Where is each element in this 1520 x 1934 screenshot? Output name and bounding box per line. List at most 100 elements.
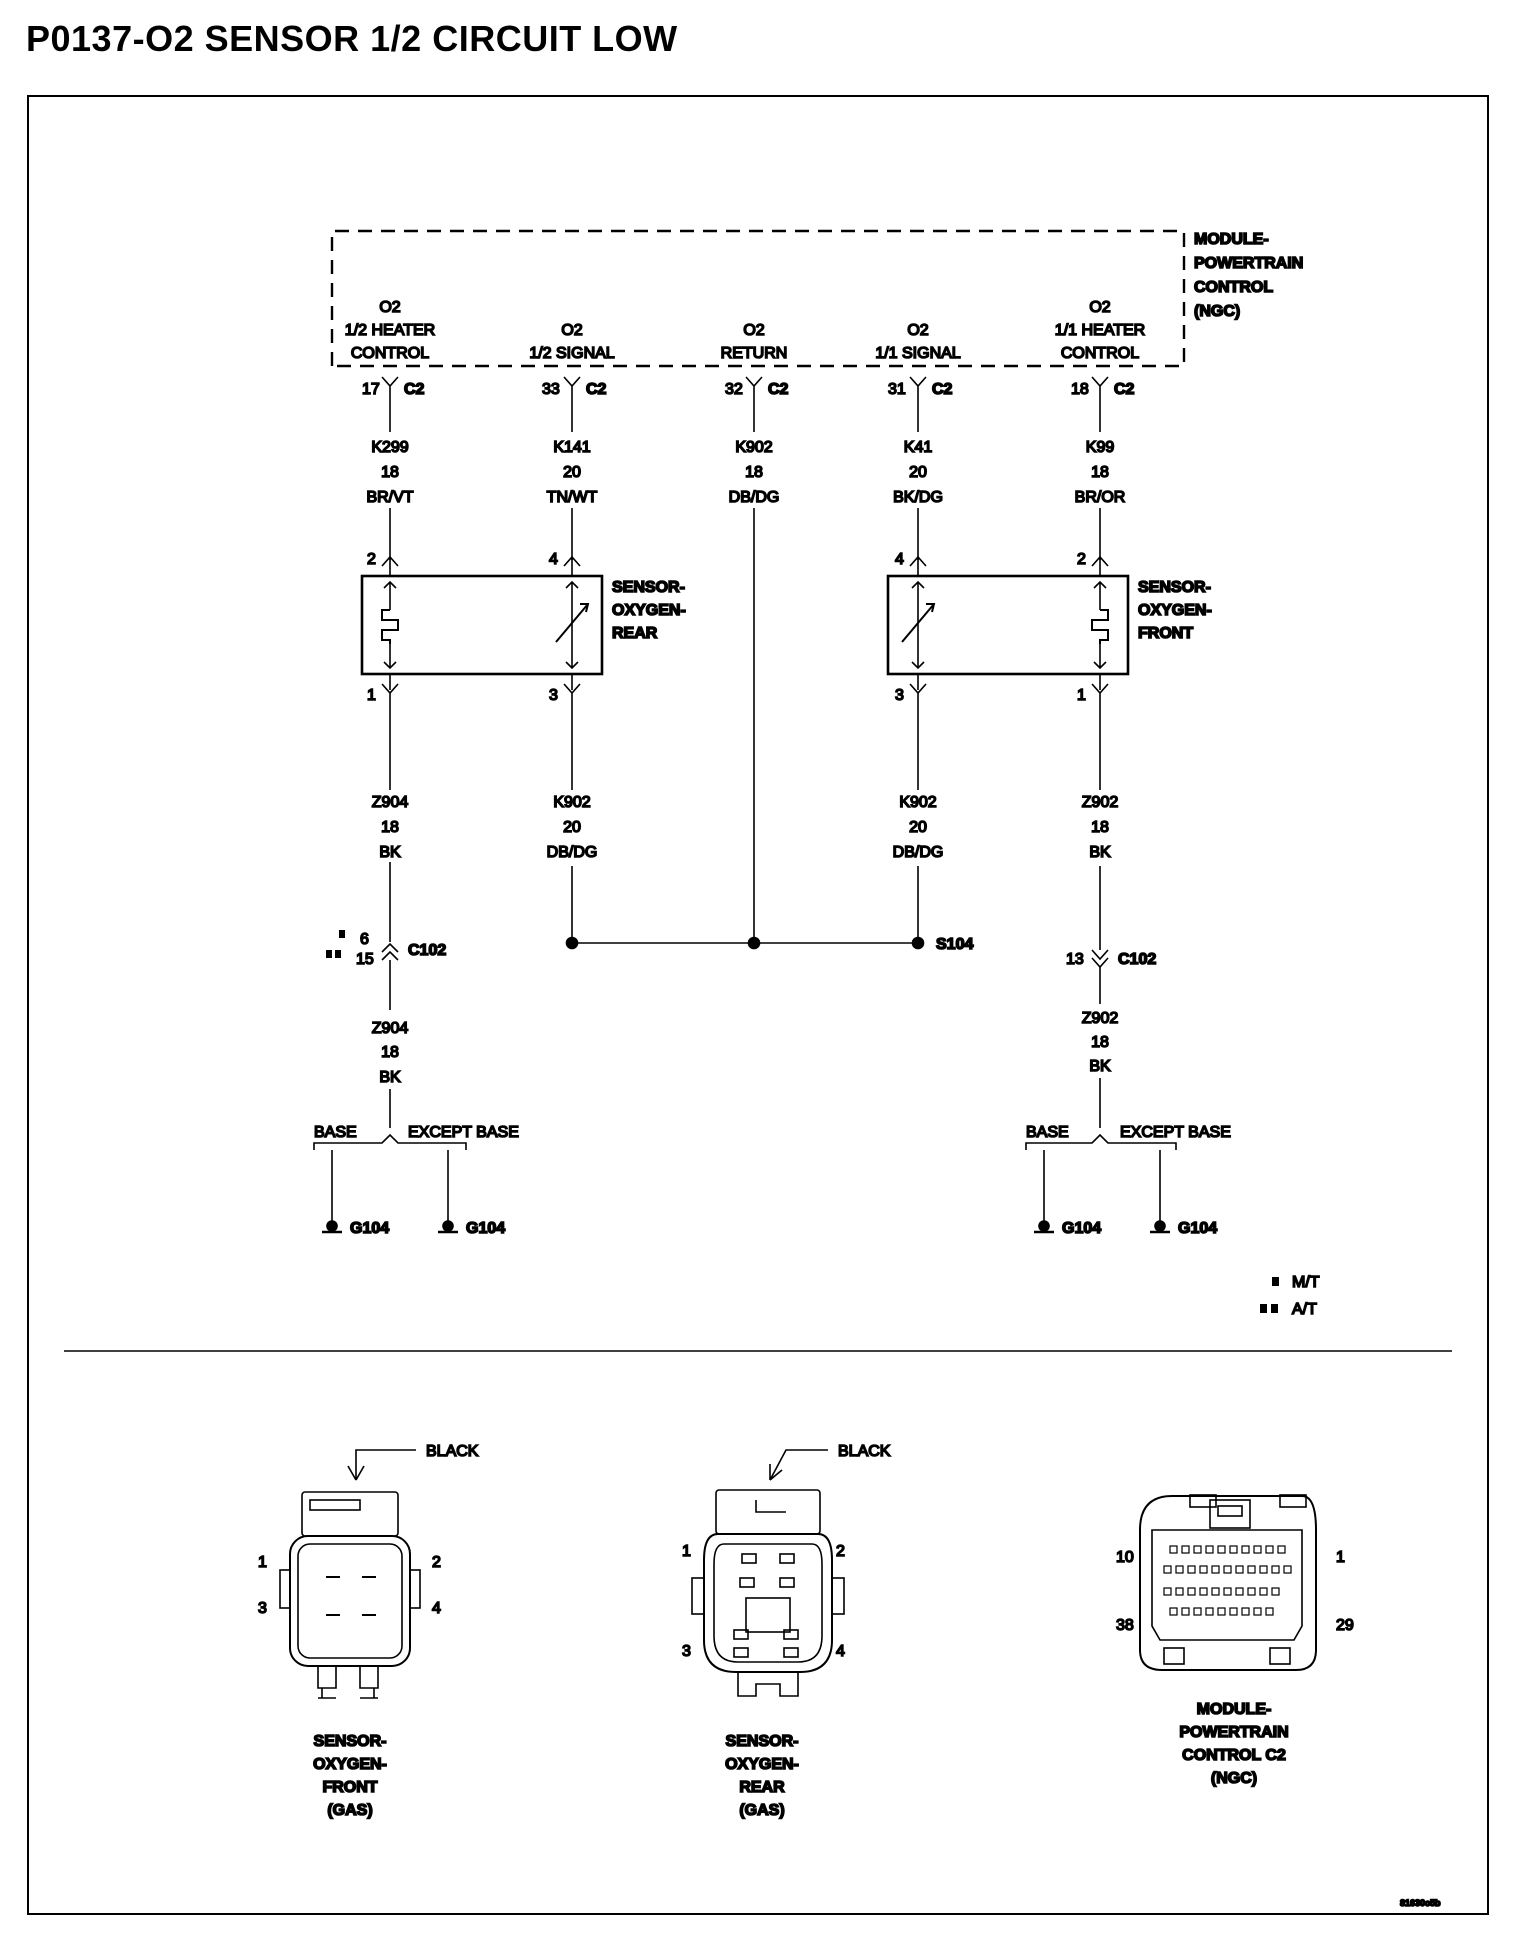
connector-rear-o2-face: BLACK 1 2 3 4 (681, 1442, 892, 1697)
pcm-pin-cavity (1253, 1607, 1262, 1616)
pcm-module-outline (330, 229, 1186, 368)
svg-text:(NGC): (NGC) (1194, 303, 1240, 320)
svg-text:1/2 HEATER: 1/2 HEATER (345, 322, 435, 339)
svg-text:18: 18 (381, 1044, 399, 1061)
svg-text:OXYGEN-: OXYGEN- (612, 602, 686, 619)
pcm-pin-cavity (1247, 1565, 1256, 1574)
svg-text:20: 20 (909, 819, 927, 836)
svg-text:38: 38 (1116, 1617, 1134, 1634)
pcm-pin-cavity (1187, 1565, 1196, 1574)
pcm-pin-32-connector: 32 C2 (724, 376, 789, 399)
svg-text:FRONT: FRONT (1138, 625, 1193, 642)
wire-label-k99: K99 18 BR/OR (1074, 438, 1126, 507)
sensor-rear-heater-element (381, 580, 399, 670)
svg-text:(NGC): (NGC) (1211, 1770, 1257, 1787)
svg-text:C2: C2 (768, 381, 789, 398)
legend-automatic-transmission: A/T (1260, 1300, 1318, 1319)
pcm-pin-cavity (1235, 1587, 1244, 1596)
svg-text:Z904: Z904 (372, 794, 409, 811)
svg-text:C2: C2 (586, 381, 607, 398)
pcm-pin-cavity (1229, 1607, 1238, 1616)
svg-text:C102: C102 (1118, 951, 1156, 968)
svg-text:BR/VT: BR/VT (366, 489, 413, 506)
pcm-pin-cavity (1211, 1565, 1220, 1574)
connector-front-o2-label: SENSOR- OXYGEN- FRONT (GAS) (312, 1732, 387, 1820)
svg-text:18: 18 (1091, 464, 1109, 481)
svg-text:4: 4 (549, 551, 558, 568)
pcm-module-label: MODULE- POWERTRAIN CONTROL (NGC) (1193, 230, 1304, 321)
wire-label-k299: K299 18 BR/VT (366, 438, 415, 507)
sensor-front-pin-4: 4 (894, 550, 927, 576)
connector-pcm-c2-label: MODULE- POWERTRAIN CONTROL C2 (NGC) (1179, 1700, 1290, 1788)
sensor-rear-variable-resistor (555, 580, 590, 670)
sensor-front-pin-1: 1 (1076, 674, 1109, 705)
pcm-pin-cavity (1241, 1545, 1250, 1554)
pcm-pin-label-1-1-signal: O2 1/1 SIGNAL (875, 321, 962, 363)
sensor-front-label: SENSOR- OXYGEN- FRONT (1137, 578, 1212, 643)
svg-text:31: 31 (888, 381, 906, 398)
svg-text:13: 13 (1066, 951, 1084, 968)
svg-text:1: 1 (258, 1554, 267, 1571)
svg-text:2: 2 (1077, 551, 1086, 568)
svg-text:POWERTRAIN: POWERTRAIN (1194, 255, 1303, 272)
ground-g104-4: G104 (1150, 1219, 1218, 1238)
connector-pcm-c2-face: 10 1 38 29 (1115, 1494, 1355, 1671)
splice-label: S104 (936, 936, 973, 953)
svg-text:2: 2 (432, 1554, 441, 1571)
svg-text:DB/DG: DB/DG (547, 844, 598, 861)
svg-text:1/2 SIGNAL: 1/2 SIGNAL (529, 345, 614, 362)
svg-text:REAR: REAR (739, 1779, 785, 1796)
svg-text:K99: K99 (1086, 439, 1115, 456)
pcm-pin-cavity (1163, 1587, 1172, 1596)
svg-text:O2: O2 (743, 322, 764, 339)
svg-text:(GAS): (GAS) (327, 1802, 372, 1819)
svg-text:OXYGEN-: OXYGEN- (725, 1756, 799, 1773)
svg-text:A/T: A/T (1292, 1301, 1317, 1318)
svg-text:4: 4 (836, 1643, 845, 1660)
page-title: P0137-O2 SENSOR 1/2 CIRCUIT LOW (26, 18, 678, 59)
svg-text:BK: BK (379, 1069, 401, 1086)
svg-text:BK: BK (1089, 844, 1111, 861)
sensor-rear-pin-3: 3 (548, 674, 581, 705)
pcm-pin-cavity (1253, 1545, 1262, 1554)
svg-text:18: 18 (1091, 1034, 1109, 1051)
svg-text:EXCEPT BASE: EXCEPT BASE (1120, 1124, 1231, 1141)
pcm-pin-18-connector: 18 C2 (1070, 376, 1135, 399)
svg-text:1: 1 (367, 687, 376, 704)
svg-text:3: 3 (549, 687, 558, 704)
svg-text:MODULE-: MODULE- (1194, 231, 1269, 248)
sensor-front-pin-2: 2 (1076, 550, 1109, 576)
svg-text:Z902: Z902 (1082, 794, 1119, 811)
legend-manual-transmission: M/T (1272, 1273, 1321, 1292)
pcm-pin-label-1-2-signal: O2 1/2 SIGNAL (529, 321, 616, 363)
sensor-rear-label: SENSOR- OXYGEN- REAR (611, 578, 686, 643)
ground-g104-2: G104 (438, 1219, 506, 1238)
svg-text:33: 33 (542, 381, 560, 398)
splice-node-front (911, 936, 925, 950)
sensor-rear-pin-4: 4 (548, 550, 581, 576)
svg-text:C2: C2 (1114, 381, 1135, 398)
pcm-pin-cavity (1199, 1565, 1208, 1574)
svg-text:1: 1 (1077, 687, 1086, 704)
pcm-pin-cavity (1259, 1565, 1268, 1574)
svg-text:10: 10 (1116, 1549, 1134, 1566)
wire-label-z902: Z902 18 BK (1081, 793, 1119, 862)
svg-text:1/1 HEATER: 1/1 HEATER (1055, 322, 1145, 339)
svg-text:O2: O2 (907, 322, 928, 339)
pcm-pin-cavity (1199, 1587, 1208, 1596)
svg-text:K141: K141 (553, 439, 590, 456)
pcm-pin-cavity (1181, 1545, 1190, 1554)
svg-text:18: 18 (745, 464, 763, 481)
pcm-pin-cavity (1169, 1545, 1178, 1554)
pcm-pin-cavity (1265, 1545, 1274, 1554)
c102-right-connector: 13 C102 (1065, 949, 1157, 1004)
svg-text:M/T: M/T (1292, 1274, 1320, 1291)
svg-text:OXYGEN-: OXYGEN- (313, 1756, 387, 1773)
splice-node-rear (565, 936, 579, 950)
svg-text:32: 32 (725, 381, 743, 398)
pcm-pin-cavity (1247, 1587, 1256, 1596)
svg-text:K902: K902 (899, 794, 936, 811)
svg-text:O2: O2 (379, 299, 400, 316)
pcm-pin-cavity (1241, 1607, 1250, 1616)
svg-text:G104: G104 (1062, 1220, 1101, 1237)
